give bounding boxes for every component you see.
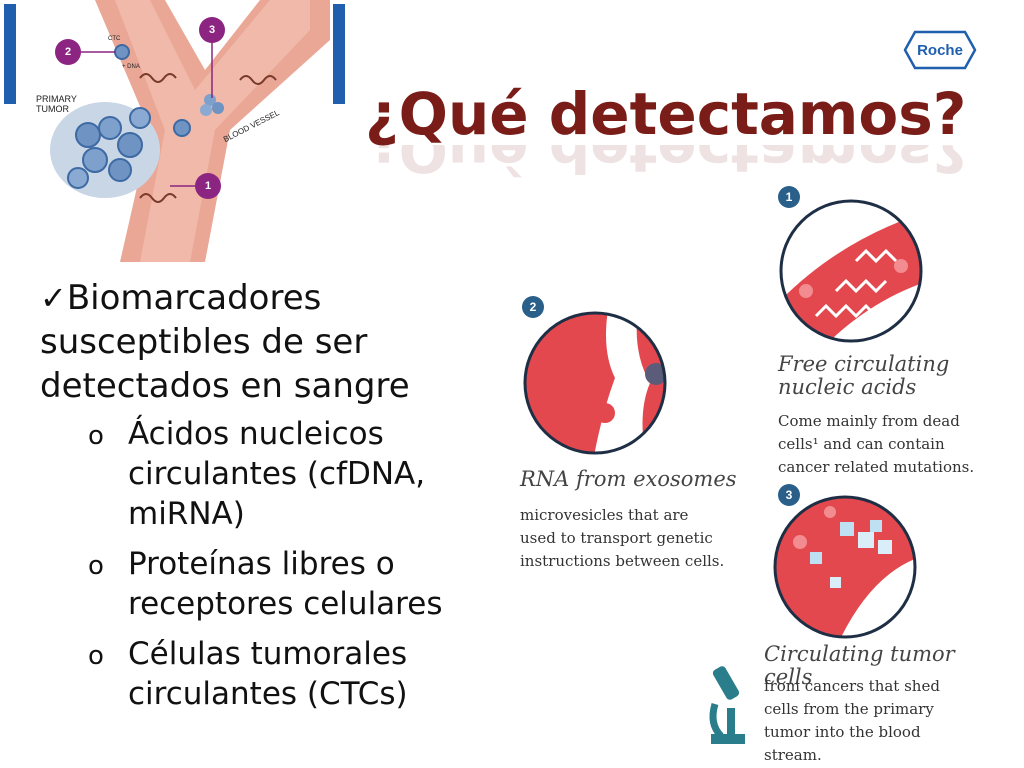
bullet-list: ✓Biomarcadores susceptibles de ser detec…: [40, 276, 490, 724]
panel-1-desc-line: cancer related mutations.: [778, 458, 975, 476]
page-title: ¿Qué detectamos?: [365, 80, 967, 148]
sub-bullet-item: o Proteínas libres o receptores celulares: [88, 544, 490, 624]
panel-3-desc-line: from cancers that shed: [764, 677, 940, 695]
tumor-blood-vessel-diagram: CTC + DNA PRIMARY TUMOR BLOOD VESSEL 2 3…: [0, 0, 345, 262]
panel-3-desc-line: tumor into the blood: [764, 723, 921, 741]
panel-2-desc-line: instructions between cells.: [520, 552, 725, 570]
panel-2-desc-line: microvesicles that are: [520, 506, 689, 524]
panel-1-desc-line: Come mainly from dead: [778, 412, 960, 430]
sub-bullet-item: o Células tumorales circulantes (CTCs): [88, 634, 490, 714]
ctc-label: CTC: [108, 36, 121, 42]
circle-bullet-icon: o: [88, 551, 104, 581]
exosomes-figure: [523, 311, 667, 455]
panel-2-description: microvesicles that are used to transport…: [520, 504, 760, 573]
diagram-illustration: [50, 0, 330, 262]
main-bullet: ✓Biomarcadores susceptibles de ser detec…: [40, 276, 490, 408]
panel-3-desc-line: stream.: [764, 746, 822, 764]
tumor-cells-figure: [773, 495, 917, 639]
panel-2-desc-line: used to transport genetic: [520, 529, 713, 547]
page-title-reflection: ¿Qué detectamos?: [365, 145, 967, 185]
panel-1-desc-line: cells¹ and can contain: [778, 435, 945, 453]
sub-bullet-list: o Ácidos nucleicos circulantes (cfDNA, mi…: [40, 414, 490, 714]
diagram-badge-2: 2: [55, 39, 81, 65]
roche-logo-text: Roche: [917, 41, 963, 59]
panel-2-number: 2: [522, 296, 544, 318]
microscope-icon: [709, 666, 745, 744]
sub-bullet-text: Células tumorales circulantes (CTCs): [128, 636, 408, 712]
sub-bullet-text: Ácidos nucleicos circulantes (cfDNA, miR…: [128, 416, 426, 532]
left-blue-bar: [4, 4, 16, 104]
panel-3-description: from cancers that shed cells from the pr…: [764, 675, 1004, 767]
roche-hexagon-icon: [903, 30, 977, 70]
panel-3-title: Circulating tumor cells: [764, 642, 955, 689]
diagram-badge-3: 3: [199, 17, 225, 43]
right-blue-bar: [333, 4, 345, 104]
checkmark-icon: ✓: [40, 279, 67, 317]
main-bullet-text: Biomarcadores susceptibles de ser detect…: [40, 278, 410, 406]
panel-1-number: 1: [778, 186, 800, 208]
panel-3-desc-line: cells from the primary: [764, 700, 934, 718]
nucleic-acids-figure: [779, 199, 923, 343]
diagram-badge-1: 1: [195, 173, 221, 199]
roche-logo: Roche: [903, 30, 977, 70]
panel-1-description: Come mainly from dead cells¹ and can con…: [778, 410, 1008, 479]
circle-bullet-icon: o: [88, 421, 104, 451]
sub-bullet-text: Proteínas libres o receptores celulares: [128, 546, 443, 622]
primary-tumor-label: PRIMARY TUMOR: [36, 94, 77, 114]
sub-bullet-item: o Ácidos nucleicos circulantes (cfDNA, mi…: [88, 414, 490, 534]
panel-2-title: RNA from exosomes: [520, 467, 737, 491]
panel-1-title: Free circulating nucleic acids: [778, 352, 950, 399]
dna-label: + DNA: [122, 64, 140, 70]
panel-3-number: 3: [778, 484, 800, 506]
circle-bullet-icon: o: [88, 641, 104, 671]
